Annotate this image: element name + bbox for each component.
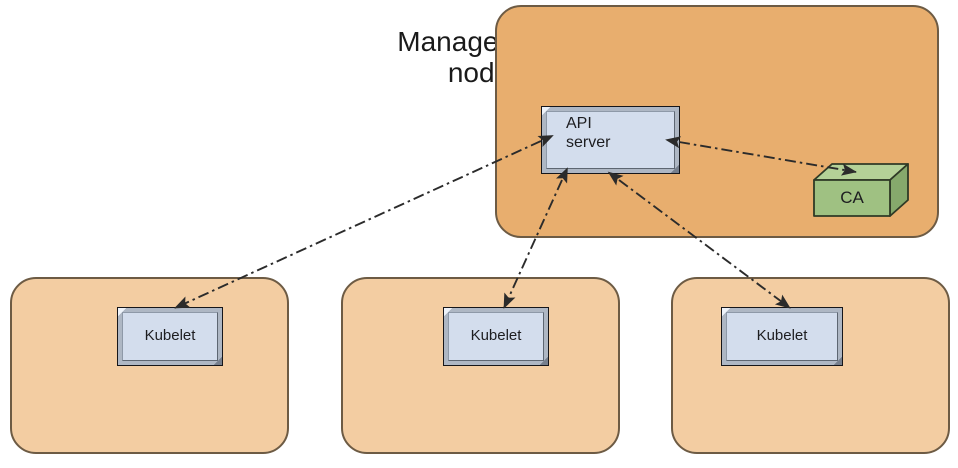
- kubelet-box-3[interactable]: [721, 307, 843, 366]
- kubelet-box-1[interactable]: [117, 307, 223, 366]
- connection-apiserver-node3: [607, 171, 791, 309]
- kubelet-box-3-inner: [726, 312, 838, 361]
- connection-apiserver-node1: [174, 135, 554, 309]
- ca-box[interactable]: [812, 162, 910, 220]
- kubelet-box-1-inner: [122, 312, 218, 361]
- kubelet-box-2[interactable]: [443, 307, 549, 366]
- connection-apiserver-node2: [503, 167, 568, 309]
- connection-apiserver-ca: [665, 136, 857, 176]
- api-server-box[interactable]: [541, 106, 680, 174]
- ca-box-front-face: [813, 179, 891, 217]
- kubelet-box-2-inner: [448, 312, 544, 361]
